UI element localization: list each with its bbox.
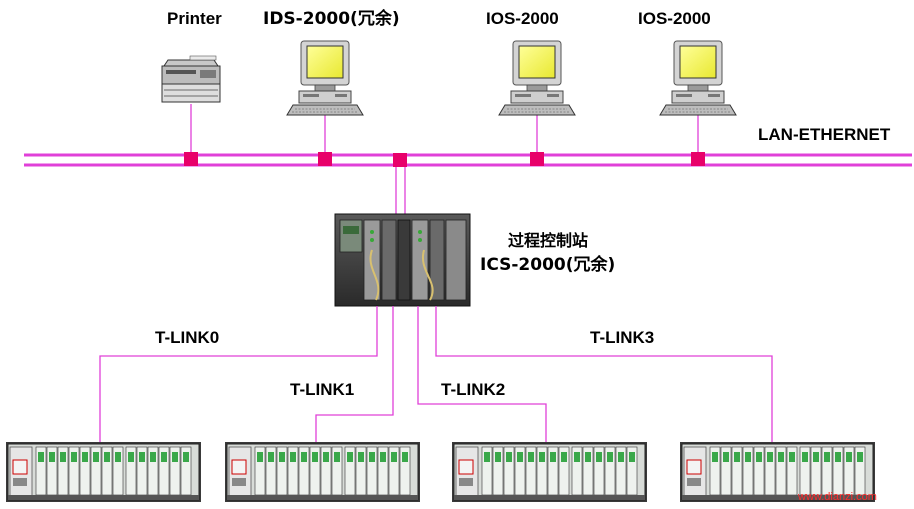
connector-ios1	[530, 152, 544, 166]
tlink2-line	[417, 306, 547, 444]
connector-station	[393, 153, 407, 167]
ids-label: IDS-2000(冗余)	[263, 8, 400, 29]
tlink1-line	[315, 306, 394, 444]
drop-lines	[190, 104, 699, 215]
station-model: ICS-2000(冗余)	[480, 254, 615, 275]
printer-icon	[161, 55, 221, 103]
control-station-rack-icon	[334, 213, 471, 307]
tlink2-label: T-LINK2	[441, 380, 505, 399]
ios-label-2: IOS-2000	[638, 9, 711, 28]
watermark: www.dianzi.com	[797, 491, 877, 503]
ios-workstation-icon	[498, 40, 576, 116]
connector-ids	[318, 152, 332, 166]
station-title: 过程控制站	[508, 231, 588, 250]
tlink1-label: T-LINK1	[290, 380, 354, 399]
ethernet-bus	[24, 153, 912, 167]
io-rack-icon	[224, 441, 421, 503]
tlink3-line	[435, 306, 773, 444]
ios-workstation-icon	[659, 40, 737, 116]
tlink-lines	[99, 306, 773, 444]
connector-ios2	[691, 152, 705, 166]
printer-label: Printer	[167, 9, 222, 28]
tlink3-label: T-LINK3	[590, 328, 654, 347]
ids-workstation-icon	[286, 40, 364, 116]
io-rack-icon	[451, 441, 648, 503]
bus-connectors	[184, 152, 705, 167]
tlink0-label: T-LINK0	[155, 328, 219, 347]
connector-printer	[184, 152, 198, 166]
io-rack-icon	[5, 441, 202, 503]
lan-ethernet-label: LAN-ETHERNET	[758, 125, 891, 144]
tlink0-line	[99, 306, 378, 444]
ios-label-1: IOS-2000	[486, 9, 559, 28]
